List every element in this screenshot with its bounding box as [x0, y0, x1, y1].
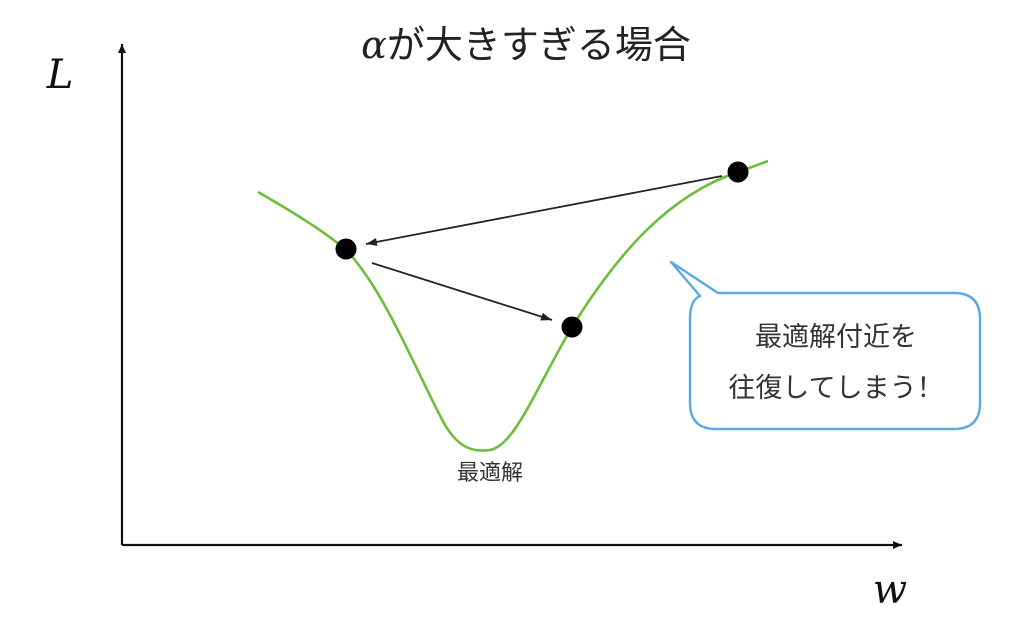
step-arrow-left-to-middle [371, 262, 553, 321]
callout-bubble [669, 260, 982, 431]
x-axis-label: w [873, 567, 907, 613]
callout-line-2: 往復してしまう！ [728, 373, 943, 404]
right-point [727, 161, 749, 183]
title-text: が大きすぎる場合 [387, 23, 691, 67]
title-alpha-symbol: α [361, 23, 387, 67]
left-point [335, 238, 357, 260]
middle-point [561, 316, 583, 338]
minimum-label: 最適解 [457, 461, 523, 486]
diagram-title: αが大きすぎる場合 [361, 23, 691, 67]
y-axis-label: L [46, 52, 74, 98]
callout-line-1: 最適解付近を [755, 322, 917, 353]
step-arrow-right-to-left [365, 175, 723, 246]
